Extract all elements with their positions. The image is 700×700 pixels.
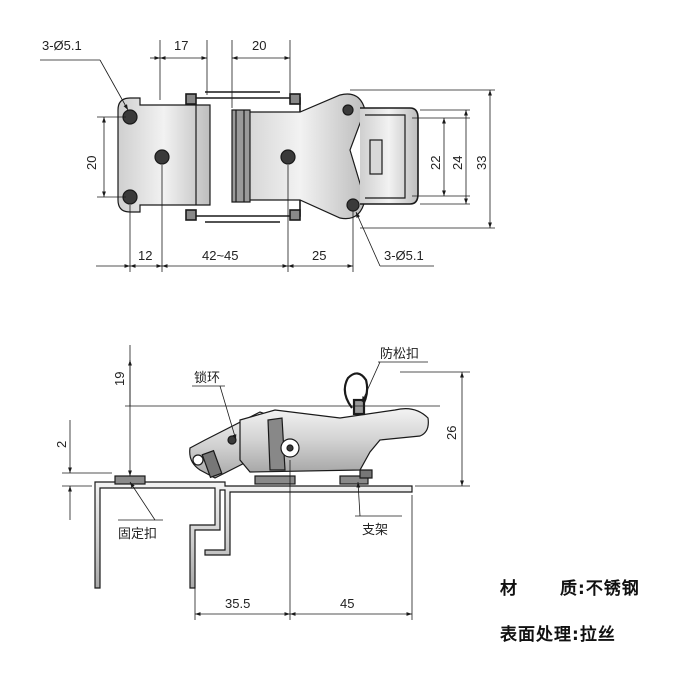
hole-callout-left: 3-Ø5.1 xyxy=(42,38,82,53)
rivet-hole xyxy=(342,104,354,116)
finish-label: 表面处理: xyxy=(500,625,580,645)
dim-12: 12 xyxy=(138,248,152,263)
label-bracket: 支架 xyxy=(362,523,388,538)
material-value: 不锈钢 xyxy=(585,579,640,599)
rivet-hole xyxy=(346,198,360,212)
top-dimensions xyxy=(40,40,495,272)
anti-loose-catch-side xyxy=(343,372,369,416)
dim-20-top: 20 xyxy=(252,38,266,53)
label-lock-ring: 锁环 xyxy=(194,370,220,386)
dim-42-45: 42~45 xyxy=(202,248,239,263)
material-spec: 材 质:不锈钢 xyxy=(500,574,640,599)
material-label-1: 材 xyxy=(500,579,518,599)
lever-side xyxy=(239,408,429,479)
fixed-catch-plate-top xyxy=(117,97,211,213)
dim-33: 33 xyxy=(474,156,489,170)
dim-25: 25 xyxy=(312,248,326,263)
keeper-top xyxy=(360,107,419,205)
dim-17: 17 xyxy=(174,38,188,53)
lever-body-top xyxy=(231,93,366,220)
dim-26: 26 xyxy=(444,426,459,440)
material-label-2: 质: xyxy=(560,579,586,599)
dim-20-left: 20 xyxy=(84,156,99,170)
dim-19: 19 xyxy=(112,372,127,386)
label-anti-loose-catch: 防松扣 xyxy=(380,346,419,362)
dim-22: 22 xyxy=(428,156,443,170)
side-view xyxy=(62,345,470,620)
dim-2: 2 xyxy=(54,441,69,448)
dim-45: 45 xyxy=(340,596,354,611)
dim-35-5: 35.5 xyxy=(225,596,250,611)
top-view xyxy=(40,40,495,272)
hole-callout-right: 3-Ø5.1 xyxy=(384,248,424,263)
base-plate-side xyxy=(94,481,413,589)
finish-spec: 表面处理:拉丝 xyxy=(500,620,616,645)
side-dimensions xyxy=(62,345,470,620)
pivot-hole xyxy=(280,149,296,165)
mounting-hole xyxy=(154,149,170,165)
rivets-side xyxy=(114,475,369,485)
dim-24: 24 xyxy=(450,156,465,170)
label-fixed-catch: 固定扣 xyxy=(118,527,157,542)
finish-value: 拉丝 xyxy=(579,625,616,645)
